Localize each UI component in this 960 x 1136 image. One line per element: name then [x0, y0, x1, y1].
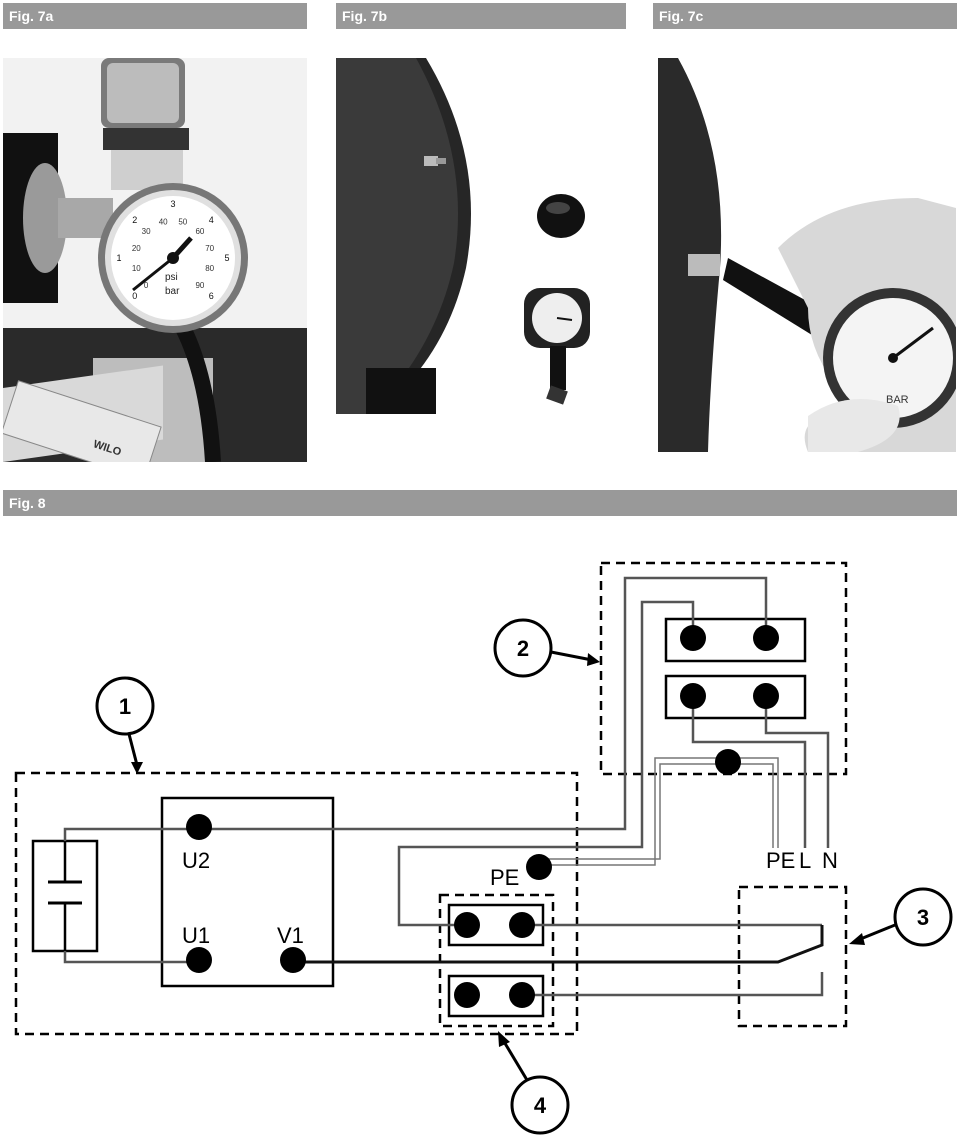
valve-cap: [537, 194, 585, 238]
terminal-block-2: [509, 912, 535, 938]
label-n-supply: N: [822, 848, 838, 873]
gauge-psi-tick: 60: [195, 227, 204, 236]
capacitor: [48, 841, 82, 951]
wiring-diagram: U2 U1 V1 PE PE L N 1 2 3 4: [14, 561, 953, 1135]
terminal-supply-4: [753, 683, 779, 709]
callout-3: 3: [849, 887, 953, 947]
gauge-psi-tick: 90: [195, 281, 204, 290]
terminal-supply-3: [680, 683, 706, 709]
label-pe-motor: PE: [490, 865, 519, 890]
wires: [63, 576, 830, 997]
label-l-supply: L: [799, 848, 811, 873]
pump-label-plate: WILO: [3, 380, 162, 462]
gauge-bar-tick: 3: [170, 199, 175, 209]
label-u1: U1: [182, 923, 210, 948]
gauge-unit-bar: bar: [165, 286, 180, 297]
fig7a-header: Fig. 7a: [3, 3, 307, 29]
fig8-header: Fig. 8: [3, 490, 957, 516]
fig7b-header: Fig. 7b: [336, 3, 626, 29]
terminal-pe-junction: [715, 749, 741, 775]
fig7c-header: Fig. 7c: [653, 3, 957, 29]
gauge-psi-tick: 0: [144, 281, 149, 290]
gauge-bar-tick: 5: [224, 253, 229, 263]
callout-2: 2: [493, 618, 600, 678]
gauge-psi-tick: 80: [205, 264, 214, 273]
switch-box: [737, 885, 848, 1028]
terminal-block-4: [509, 982, 535, 1008]
gauge-psi-tick: 50: [178, 217, 187, 226]
terminal-block-3: [454, 982, 480, 1008]
tank-valve: [424, 156, 446, 166]
pump-motor-box: [14, 771, 579, 1036]
svg-text:1: 1: [119, 694, 131, 719]
motor-winding-box: [160, 796, 335, 988]
fig7c-photo: BAR: [658, 58, 956, 452]
gauge-psi-tick: 20: [132, 244, 141, 253]
terminal-supply-1: [680, 625, 706, 651]
terminal-u2: [186, 814, 212, 840]
gauge-bar-tick: 4: [209, 215, 214, 225]
gauge-psi-tick: 10: [132, 264, 141, 273]
gauge-bar-tick: 0: [132, 291, 137, 301]
callout-4: 4: [498, 1031, 570, 1135]
gauge-unit-psi: psi: [165, 272, 178, 283]
gauge-psi-tick: 30: [142, 227, 151, 236]
gauge-bar-tick: 2: [132, 215, 137, 225]
terminal-pe-motor: [526, 854, 552, 880]
gauge-bar-tick: 6: [209, 291, 214, 301]
gauge-bar-tick: 1: [116, 253, 121, 263]
gauge-psi-tick: 40: [159, 217, 168, 226]
terminal-u1: [186, 947, 212, 973]
gauge-psi-tick: 70: [205, 244, 214, 253]
tyre-pressure-gauge: [524, 288, 590, 405]
terminal-block-1: [454, 912, 480, 938]
supply-terminal-strip-top: [664, 617, 807, 663]
label-v1: V1: [277, 923, 304, 948]
v1-wire: [293, 925, 824, 964]
terminal-supply-2: [753, 625, 779, 651]
pe-wire: [539, 757, 779, 866]
svg-text:4: 4: [534, 1093, 547, 1118]
label-pe-supply: PE: [766, 848, 795, 873]
callout-1: 1: [95, 676, 155, 774]
terminal-v1: [280, 947, 306, 973]
label-u2: U2: [182, 848, 210, 873]
gauge-unit: BAR: [886, 394, 909, 406]
tyre-pressure-gauge: BAR: [823, 288, 956, 428]
fig7b-photo: [336, 58, 626, 414]
svg-text:3: 3: [917, 905, 929, 930]
terminal-dots: [186, 625, 779, 1008]
supply-terminal-strip-bottom: [664, 674, 807, 720]
svg-text:2: 2: [517, 636, 529, 661]
tank-valve: [688, 254, 720, 276]
